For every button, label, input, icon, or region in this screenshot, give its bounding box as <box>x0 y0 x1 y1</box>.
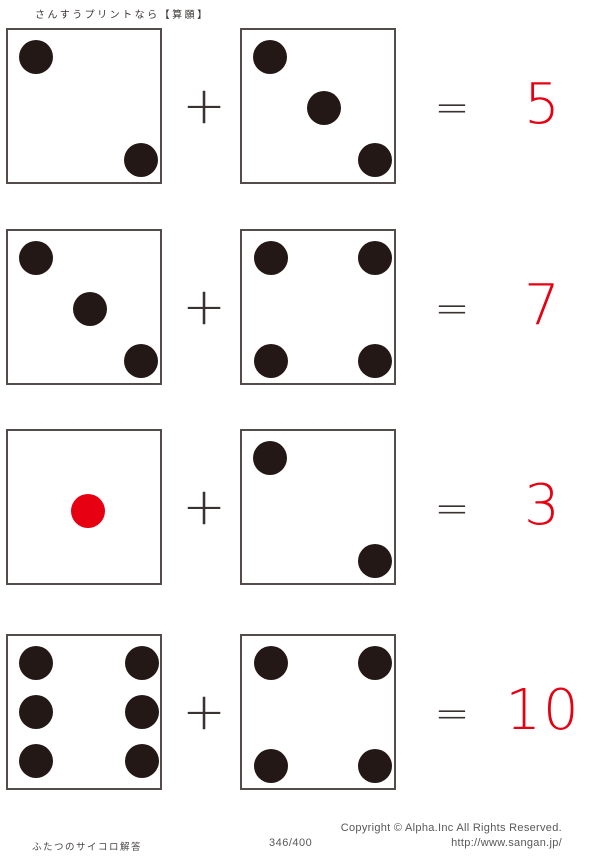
problem-row: + = 5 <box>0 28 600 184</box>
die-pip <box>71 494 105 528</box>
plus-sign: + <box>182 277 226 337</box>
plus-sign: + <box>182 682 226 742</box>
footer-url: http://www.sangan.jp/ <box>451 837 562 849</box>
die-pip <box>125 695 159 729</box>
die-right <box>240 28 396 184</box>
die-pip <box>358 749 392 783</box>
die-pip <box>125 646 159 680</box>
answer-value: 5 <box>524 71 562 137</box>
die-pip <box>19 744 53 778</box>
die-pip <box>254 241 288 275</box>
die-left <box>6 28 162 184</box>
equals-sign: = <box>434 483 470 533</box>
die-pip <box>358 241 392 275</box>
equals-sign: = <box>434 82 470 132</box>
footer-worksheet-label: ふたつのサイコロ解答 <box>32 842 143 853</box>
die-pip <box>307 91 341 125</box>
die-right <box>240 634 396 790</box>
die-pip <box>19 241 53 275</box>
problem-row: + = 10 <box>0 634 600 790</box>
die-left <box>6 229 162 385</box>
answer-value: 7 <box>524 272 562 338</box>
problem-row: + = 7 <box>0 229 600 385</box>
plus-sign: + <box>182 76 226 136</box>
die-pip <box>358 646 392 680</box>
die-right <box>240 429 396 585</box>
die-pip <box>124 344 158 378</box>
die-pip <box>254 344 288 378</box>
die-pip <box>254 749 288 783</box>
answer-value: 3 <box>524 472 562 538</box>
die-pip <box>19 695 53 729</box>
die-pip <box>19 40 53 74</box>
problem-row: + = 3 <box>0 429 600 585</box>
die-pip <box>254 646 288 680</box>
page-title: さんすうプリントなら【算願】 <box>35 10 210 21</box>
die-pip <box>358 344 392 378</box>
die-pip <box>358 544 392 578</box>
die-pip <box>19 646 53 680</box>
footer-page-number: 346/400 <box>269 837 313 849</box>
die-pip <box>253 40 287 74</box>
die-pip <box>73 292 107 326</box>
equals-sign: = <box>434 283 470 333</box>
answer-value: 10 <box>505 677 581 743</box>
die-pip <box>125 744 159 778</box>
die-pip <box>124 143 158 177</box>
die-right <box>240 229 396 385</box>
footer-copyright-line: Copyright © Alpha.Inc All Rights Reserve… <box>340 822 562 834</box>
die-pip <box>253 441 287 475</box>
equals-sign: = <box>434 688 470 738</box>
die-left <box>6 634 162 790</box>
plus-sign: + <box>182 477 226 537</box>
die-pip <box>358 143 392 177</box>
footer-copyright-block: Copyright © Alpha.Inc All Rights Reserve… <box>341 821 562 851</box>
die-left <box>6 429 162 585</box>
